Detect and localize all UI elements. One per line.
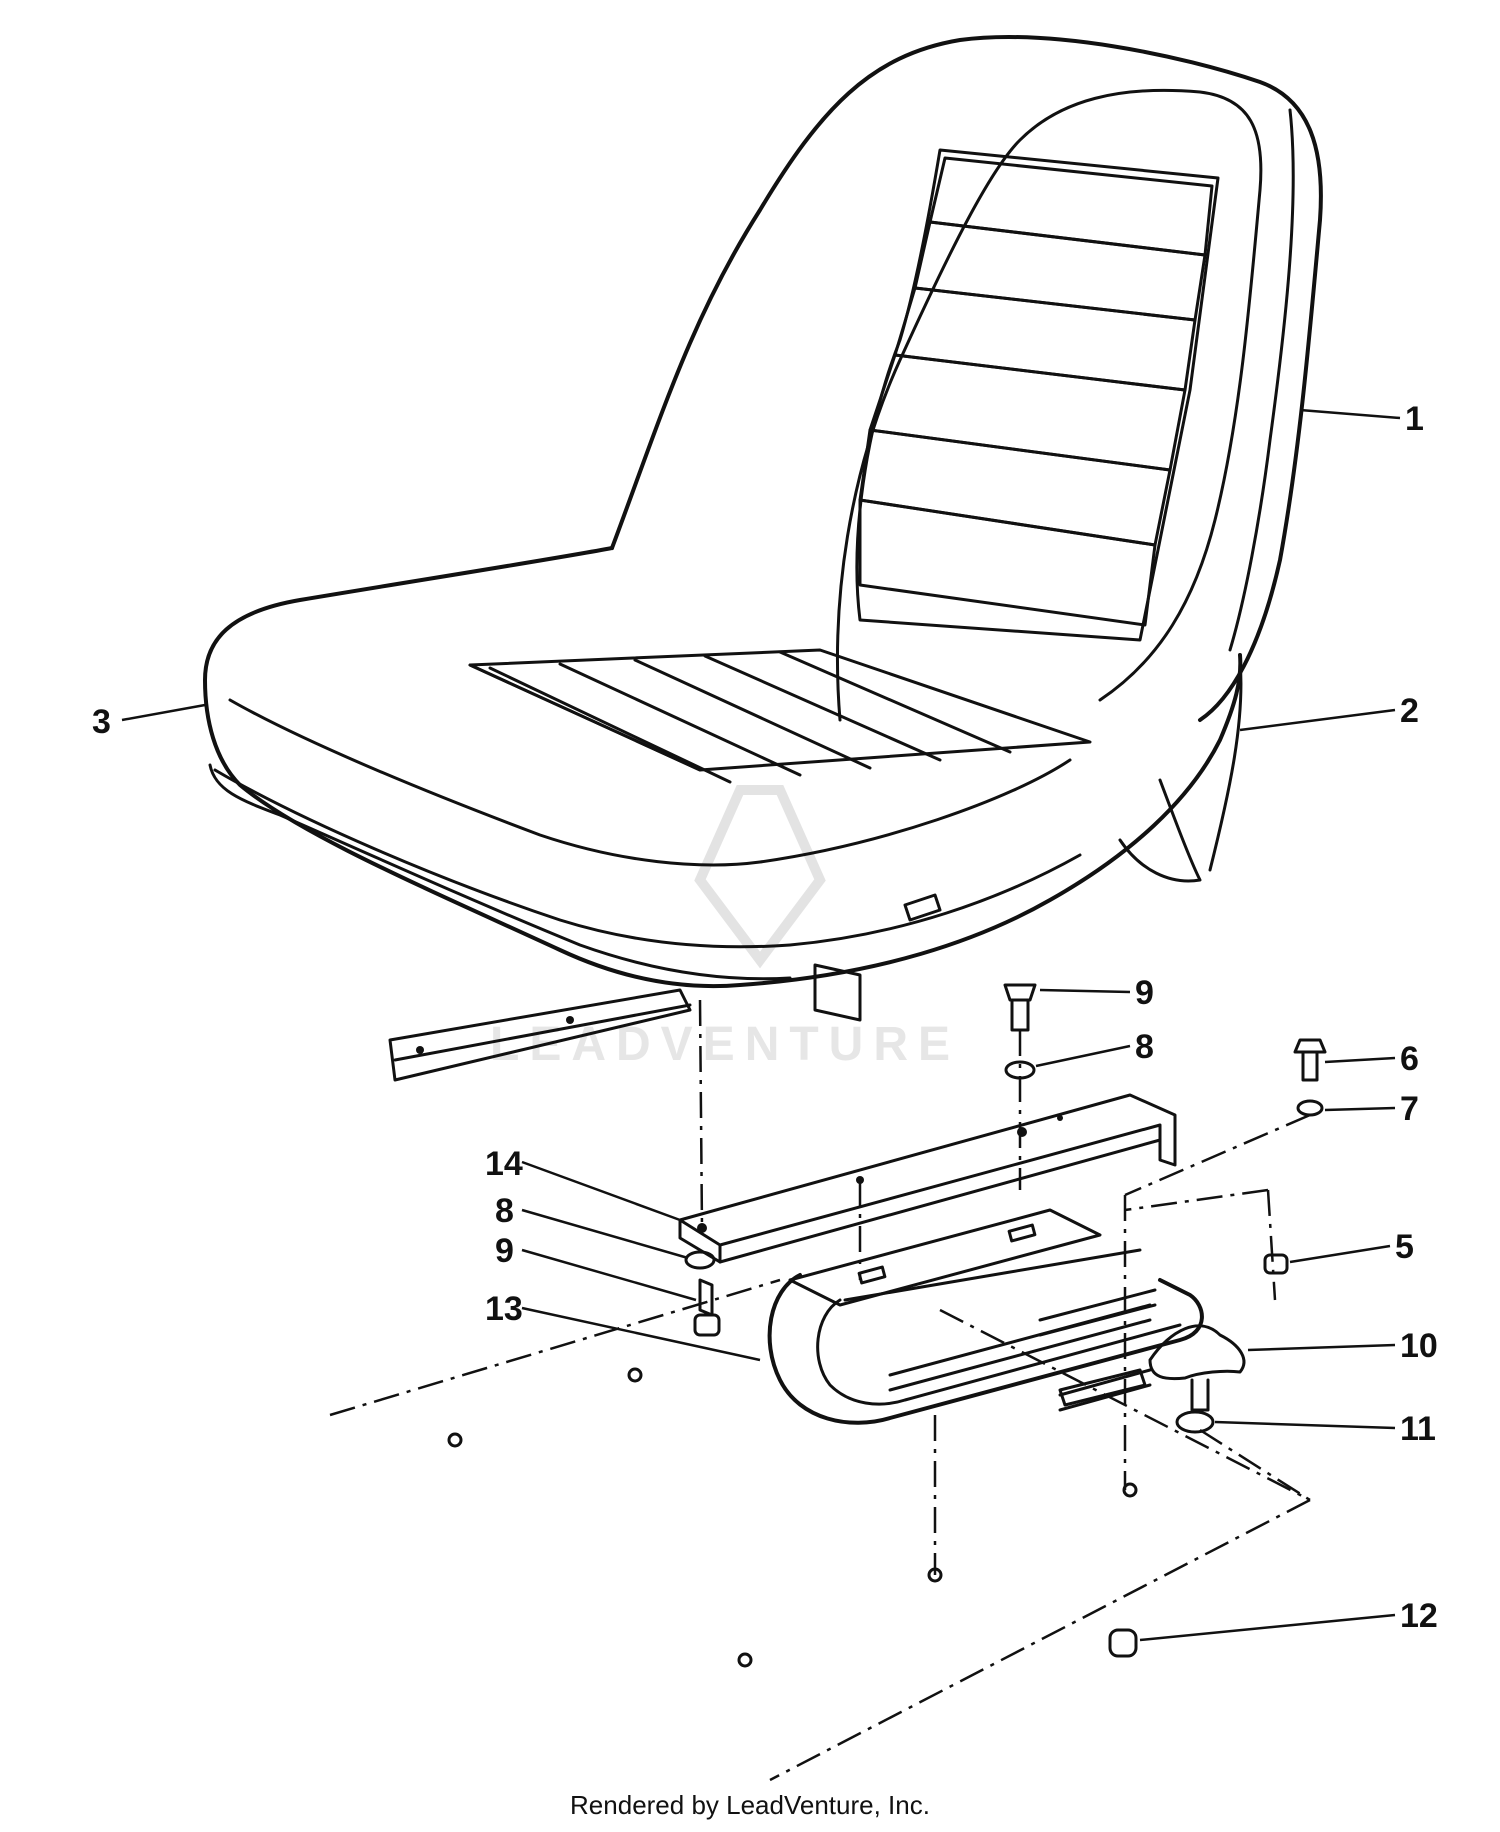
leader-lines (121, 408, 1401, 1642)
assembly-centerlines (329, 999, 1311, 1782)
callout-5: 5 (1395, 1228, 1414, 1266)
seat-mounting-strap (388, 963, 862, 1082)
callout-6: 6 (1400, 1040, 1419, 1078)
callout-9-lower: 9 (495, 1232, 514, 1270)
callout-11: 11 (1400, 1410, 1436, 1448)
watermark-text: LEADVENTURE (490, 1018, 960, 1071)
callout-2: 2 (1400, 692, 1419, 730)
slide-rail-loop (767, 1248, 1204, 1425)
footer-credit: Rendered by LeadVenture, Inc. (570, 1790, 930, 1820)
callout-3: 3 (92, 703, 111, 741)
callout-13: 13 (485, 1290, 523, 1328)
callout-14: 14 (485, 1145, 523, 1183)
seat-shell (203, 35, 1323, 989)
callout-8-lower: 8 (495, 1192, 514, 1230)
callout-8-upper: 8 (1135, 1028, 1154, 1066)
upper-slide-bracket (678, 1093, 1177, 1264)
callout-10: 10 (1400, 1327, 1438, 1365)
callout-12: 12 (1400, 1597, 1438, 1635)
slide-plate (788, 1208, 1102, 1307)
hardware (447, 983, 1327, 1668)
callout-7: 7 (1400, 1090, 1419, 1128)
callout-9-upper: 9 (1135, 974, 1154, 1012)
part-callouts: 1 2 3 9 8 6 7 5 10 11 12 14 8 9 13 (92, 400, 1438, 1635)
callout-1: 1 (1405, 400, 1424, 438)
